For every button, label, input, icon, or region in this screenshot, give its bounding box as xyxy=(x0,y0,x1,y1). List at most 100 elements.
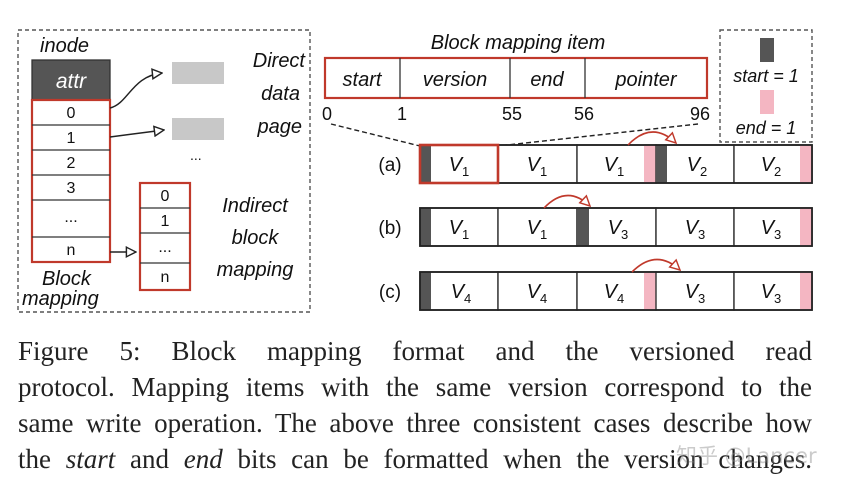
array-entry: 2 xyxy=(67,155,76,172)
block-mapping-array-border xyxy=(30,98,112,264)
block-mapping-label-line1: Block xyxy=(42,268,92,290)
row-outline xyxy=(419,207,813,247)
version-subscript: 3 xyxy=(774,227,781,242)
version-label: V2 xyxy=(687,154,708,179)
row-b: (b) V1 V1 V3 V3 V3 xyxy=(378,195,813,247)
row-a-cell-5: V2 xyxy=(733,144,813,184)
version-subscript: 3 xyxy=(698,291,705,306)
version-letter: V xyxy=(604,154,619,176)
zoom-dashed-line xyxy=(497,123,699,147)
version-letter: V xyxy=(608,217,623,239)
row-c-cell-1: V4 xyxy=(419,271,499,311)
row-a-cell-3: V1 xyxy=(576,144,657,184)
start-bit-marker xyxy=(420,208,431,246)
row-b-cell-2: V1 xyxy=(497,207,578,247)
row-a-cell-4: V2 xyxy=(655,144,735,184)
version-label: V1 xyxy=(449,154,470,179)
array-entry: ... xyxy=(158,239,171,256)
legend-dashed-box xyxy=(719,29,813,143)
pointer-arrow xyxy=(109,130,164,138)
bit-offset: 1 xyxy=(397,104,407,124)
bit-offset: 96 xyxy=(690,104,710,124)
version-letter: V xyxy=(685,217,700,239)
row-c-cell-4: V3 xyxy=(655,271,735,311)
field-pointer: pointer xyxy=(614,69,677,91)
end-bit-marker xyxy=(800,145,812,183)
bit-offset: 56 xyxy=(574,104,594,124)
start-bit-marker xyxy=(577,208,589,246)
zoom-dashed-line xyxy=(330,123,421,147)
version-letter: V xyxy=(449,217,464,239)
version-letter: V xyxy=(604,281,619,303)
array-entry: n xyxy=(67,242,76,259)
cell-box xyxy=(576,207,657,247)
row-a-cell-2: V1 xyxy=(497,144,578,184)
version-letter: V xyxy=(527,281,542,303)
field-start: start xyxy=(343,69,383,91)
legend-start-swatch xyxy=(760,38,774,62)
caption-text: the xyxy=(18,444,51,474)
caption-line-3: same write operation. The above three co… xyxy=(18,408,812,438)
version-change-arrow xyxy=(543,195,590,209)
data-page-ellipsis: ... xyxy=(190,147,202,163)
caption-text: bits can be formatted when the version c… xyxy=(237,444,812,474)
version-letter: V xyxy=(761,154,776,176)
row-b-cell-4: V3 xyxy=(655,207,735,247)
version-label: V2 xyxy=(761,154,782,179)
bit-offset: 0 xyxy=(322,104,332,124)
legend-end-label: end = 1 xyxy=(736,118,797,138)
cell-box xyxy=(655,271,735,311)
version-subscript: 2 xyxy=(700,164,707,179)
version-label: V1 xyxy=(527,217,548,242)
version-label: V4 xyxy=(527,281,548,306)
array-entry: 1 xyxy=(67,130,76,147)
end-bit-marker xyxy=(644,272,656,310)
version-label: V3 xyxy=(761,281,782,306)
row-label: (c) xyxy=(379,282,401,303)
direct-data-page-box xyxy=(172,62,224,84)
bit-offset: 55 xyxy=(502,104,522,124)
version-change-arrow xyxy=(631,259,680,273)
version-subscript: 4 xyxy=(540,291,547,306)
version-subscript: 4 xyxy=(617,291,624,306)
row-a-cell-1: V1 xyxy=(419,144,499,184)
start-bit-marker xyxy=(420,272,431,310)
array-entry: 0 xyxy=(67,105,76,122)
legend-end-swatch xyxy=(760,90,774,114)
version-subscript: 3 xyxy=(774,291,781,306)
version-subscript: 3 xyxy=(621,227,628,242)
field-end: end xyxy=(530,69,564,91)
row-c-cell-2: V4 xyxy=(497,271,578,311)
block-mapping-label-line2: mapping xyxy=(22,288,99,310)
array-entry: ... xyxy=(64,209,77,226)
version-label: V4 xyxy=(604,281,625,306)
version-label: V1 xyxy=(449,217,470,242)
version-letter: V xyxy=(761,281,776,303)
direct-data-page-box xyxy=(172,118,224,140)
start-bit-marker xyxy=(420,145,431,183)
version-letter: V xyxy=(687,154,702,176)
caption-line-4: the start and end bits can be formatted … xyxy=(18,441,812,477)
version-subscript: 1 xyxy=(462,164,469,179)
caption-line-1: Figure 5: Block mapping format and the v… xyxy=(18,336,812,366)
version-letter: V xyxy=(527,154,542,176)
attr-label: attr xyxy=(56,70,87,93)
version-subscript: 1 xyxy=(540,164,547,179)
version-letter: V xyxy=(685,281,700,303)
version-label: V1 xyxy=(527,154,548,179)
version-label: V3 xyxy=(685,217,706,242)
end-bit-marker xyxy=(644,145,656,183)
indirect-array-border xyxy=(138,181,192,292)
version-label: V4 xyxy=(451,281,472,306)
row-c-cell-5: V3 xyxy=(733,271,813,311)
array-entry: 1 xyxy=(161,213,170,230)
block-mapping-array: 0 1 2 3 ... n xyxy=(30,98,112,264)
version-subscript: 1 xyxy=(462,227,469,242)
cell-box xyxy=(576,271,657,311)
array-entry: 3 xyxy=(67,180,76,197)
version-label: V3 xyxy=(761,217,782,242)
version-label: V1 xyxy=(604,154,625,179)
row-a: (a) V1 V1 V1 V2 V2 xyxy=(378,131,813,185)
indirect-label-line3: mapping xyxy=(217,259,294,281)
